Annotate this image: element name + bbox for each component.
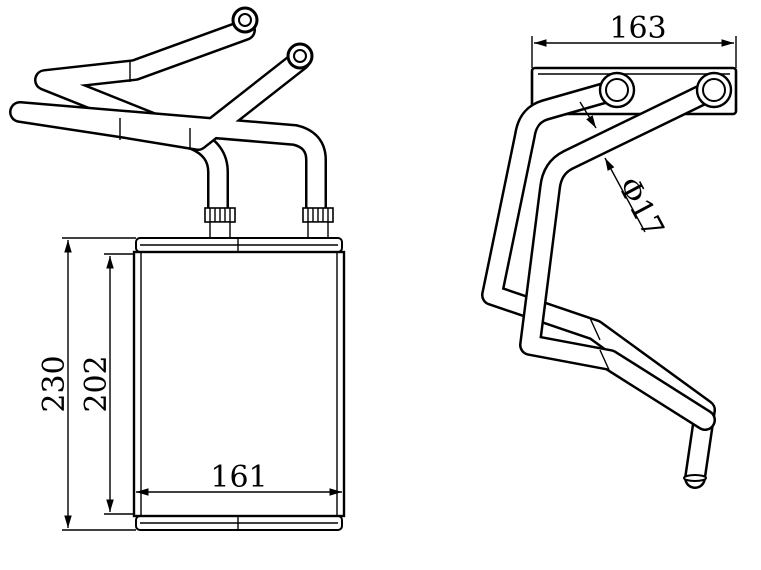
dim-label-161: 161 xyxy=(210,460,267,495)
side-view: 163 Φ17 xyxy=(481,11,738,489)
dim-label-phi17: Φ17 xyxy=(610,172,670,244)
dim-label-202: 202 xyxy=(79,355,114,412)
front-view: 230 202 161 xyxy=(9,6,346,531)
front-pipes xyxy=(9,6,327,223)
dim-core-width: 161 xyxy=(136,460,342,496)
dim-label-163: 163 xyxy=(609,11,666,46)
pipe-fittings xyxy=(204,207,334,239)
heater-core-body xyxy=(132,237,346,531)
dim-overall-height: 230 xyxy=(37,237,136,531)
dim-core-height: 202 xyxy=(79,253,134,515)
dim-side-width: 163 xyxy=(531,11,737,68)
dim-label-230: 230 xyxy=(37,355,72,412)
side-pipes xyxy=(481,79,723,489)
